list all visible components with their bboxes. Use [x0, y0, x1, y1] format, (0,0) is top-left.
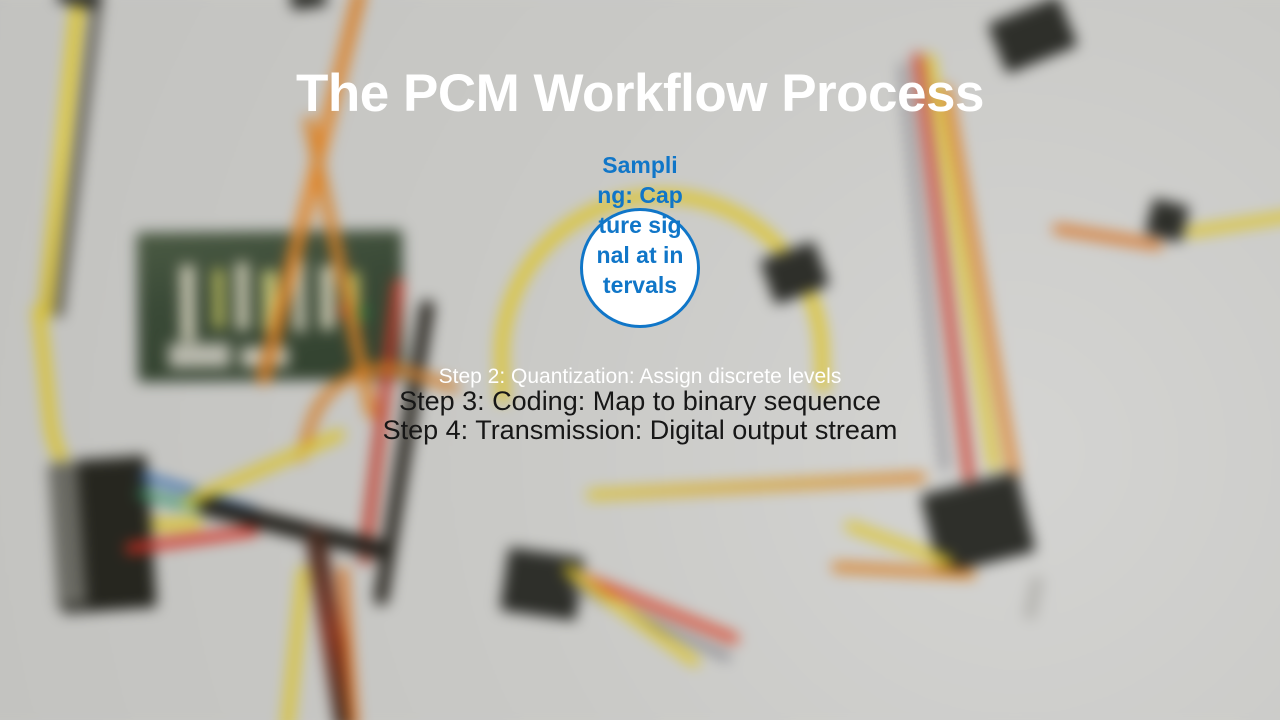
step-text-2: Step 2: Quantization: Assign discrete le…	[438, 365, 842, 388]
step-text-4: Step 4: Transmission: Digital output str…	[382, 415, 898, 445]
diagram-node-sampling[interactable]	[580, 208, 700, 328]
step-text-3: Step 3: Coding: Map to binary sequence	[399, 386, 881, 416]
page-title: The PCM Workflow Process	[296, 64, 984, 123]
